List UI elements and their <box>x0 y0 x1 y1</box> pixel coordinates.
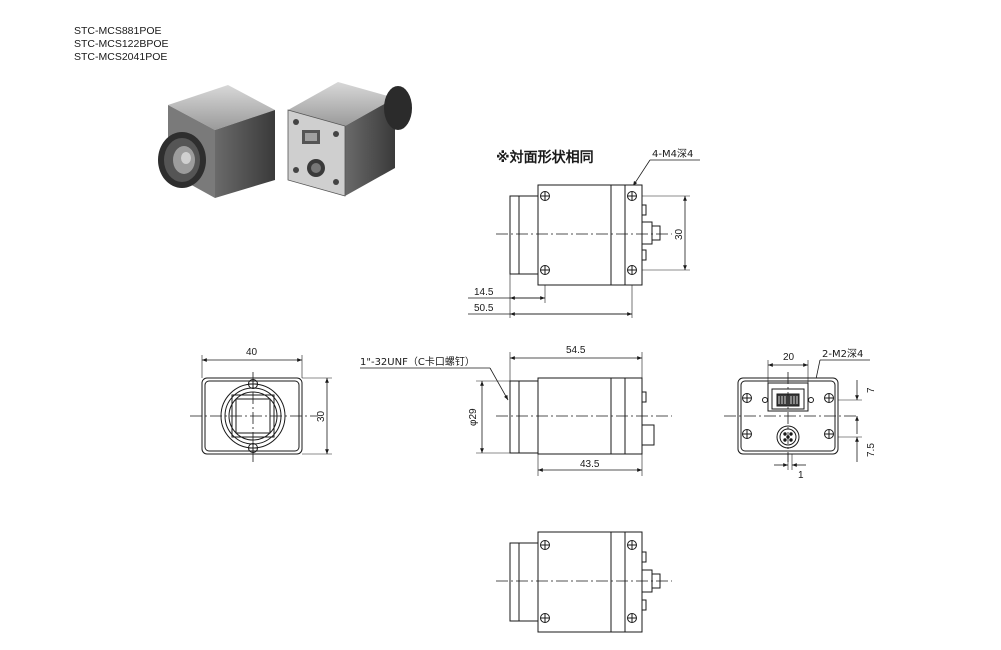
dim-30-front: 30 <box>316 410 327 422</box>
m2-hole-label: 2-M2深4 <box>822 348 863 360</box>
dim-43-5: 43.5 <box>580 459 600 470</box>
dim-54-5: 54.5 <box>566 345 586 356</box>
model-name: STC-MCS122BPOE <box>74 38 169 50</box>
camera-front-render <box>158 85 275 198</box>
symmetric-note: ※対面形状相同 <box>496 149 594 166</box>
dim-7: 7 <box>866 387 877 393</box>
model-name: STC-MCS2041POE <box>74 51 168 63</box>
m4-hole-label: 4-M4深4 <box>652 148 693 160</box>
bottom-view <box>496 531 672 633</box>
dim-50-5: 50.5 <box>474 303 494 314</box>
side-view <box>476 352 672 476</box>
rear-view <box>724 360 862 470</box>
front-view <box>190 355 332 462</box>
dim-40: 40 <box>246 347 258 358</box>
dim-1: 1 <box>798 470 804 481</box>
dim-20: 20 <box>783 352 795 363</box>
dim-30-top: 30 <box>674 228 685 240</box>
top-view <box>468 184 690 318</box>
dim-7-5: 7.5 <box>866 443 877 457</box>
lens-mount-label: 1"-32UNF（C卡口螺钉） <box>360 355 475 368</box>
model-list: STC-MCS881POE STC-MCS122BPOE STC-MCS2041… <box>74 25 169 64</box>
model-name: STC-MCS881POE <box>74 25 162 37</box>
dim-phi29: φ29 <box>468 408 479 426</box>
camera-rear-render <box>287 82 412 197</box>
dim-14-5: 14.5 <box>474 287 494 298</box>
